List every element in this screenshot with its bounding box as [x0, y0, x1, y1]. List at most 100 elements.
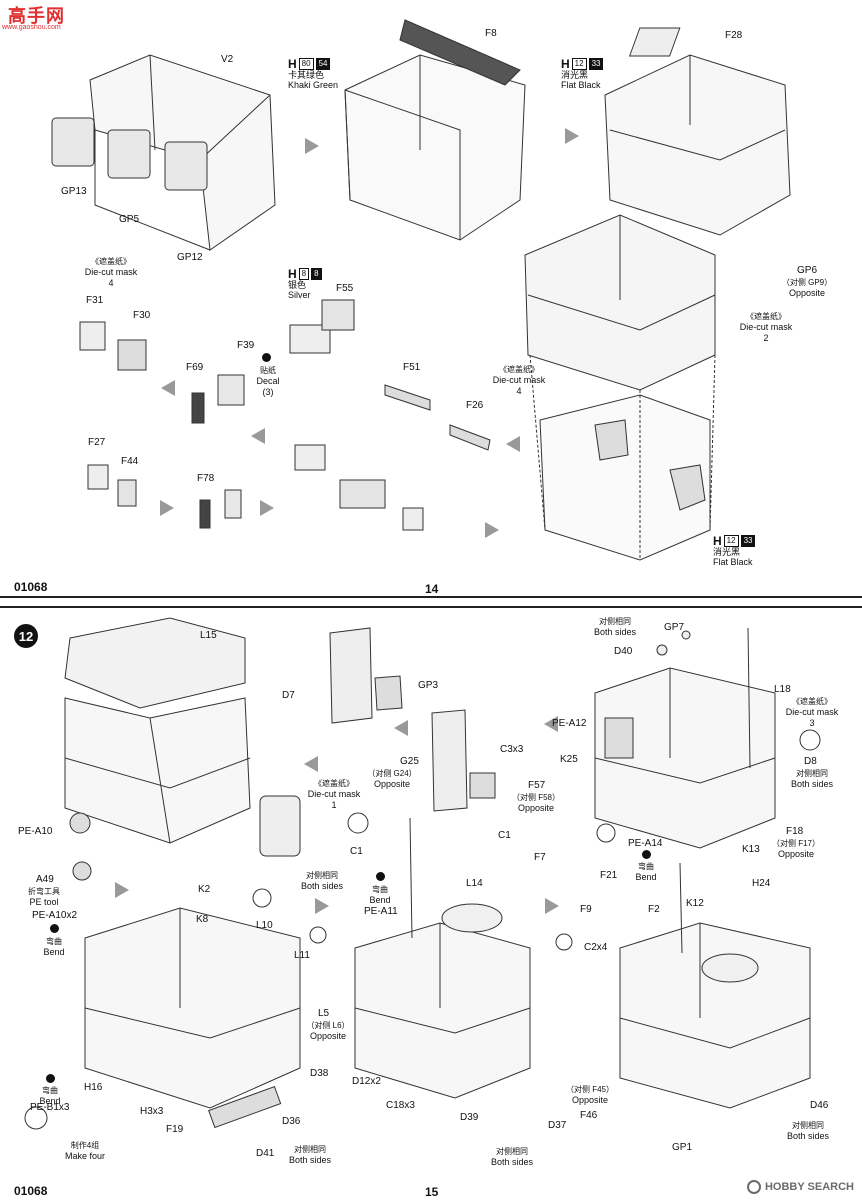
assembly-drawing-page-14	[51, 19, 791, 561]
part-label-PE-A12: PE-A12	[552, 718, 587, 729]
part-label-H16: H16	[84, 1082, 103, 1093]
pe-a14-bend-note: 弯曲 Bend	[635, 862, 657, 882]
part-label-D39: D39	[460, 1112, 479, 1123]
instruction-page-14: 高手网 www.gaoshou.com	[0, 0, 862, 598]
bend-icon-pe-b1	[46, 1074, 55, 1083]
part-label-L14: L14	[466, 878, 483, 889]
c1-both-sides-note: 对侧相同 Both sides	[300, 871, 344, 891]
part-label-K13: K13	[742, 844, 760, 855]
g25-opposite-note: （对侧 G24） Opposite	[367, 769, 417, 789]
part-label-L5: L5	[318, 1008, 330, 1019]
page-number: 15	[425, 1185, 439, 1199]
part-label-D12x2: D12x2	[352, 1076, 381, 1087]
part-label-C1-right: C1	[498, 830, 511, 841]
pe-a10-bend-note: 弯曲 Bend	[43, 937, 65, 957]
part-label-A49: A49	[36, 874, 54, 885]
gp6-opposite-note: （对侧 GP9） Opposite	[781, 278, 833, 298]
part-label-D40: D40	[614, 646, 633, 657]
part-label-D7: D7	[282, 690, 295, 701]
part-label-G25: G25	[400, 756, 419, 767]
part-label-F28: F28	[725, 30, 743, 41]
make-four-note: 制作4组 Make four	[64, 1141, 106, 1161]
f18-opposite-note: （对侧 F17） Opposite	[771, 839, 821, 859]
d46-both-sides-note: 对侧相同 Both sides	[786, 1121, 830, 1141]
part-label-F57: F57	[528, 780, 546, 791]
part-label-GP5: GP5	[119, 214, 140, 225]
die-cut-mask-2-note: 《遮盖纸》 Die-cut mask 2	[739, 312, 793, 343]
instruction-page-15: 12 L15 D7 GP3 GP7 对侧相同 Both sides D40 L1…	[0, 606, 862, 1200]
part-label-PE-A14: PE-A14	[628, 838, 663, 849]
decal-note: 贴纸 Decal (3)	[256, 366, 280, 397]
part-label-GP7: GP7	[664, 622, 685, 633]
decal-icon	[262, 353, 271, 362]
part-label-K8: K8	[196, 914, 209, 925]
part-label-L10: L10	[256, 920, 273, 931]
part-label-C2x4: C2x4	[584, 942, 608, 953]
part-label-GP3: GP3	[418, 680, 439, 691]
part-label-GP13: GP13	[61, 186, 87, 197]
kit-code: 01068	[14, 1184, 48, 1198]
pe-b1-bend-note: 弯曲 Bend	[39, 1086, 61, 1106]
part-label-D38: D38	[310, 1068, 329, 1079]
pe-a11-bend-note: 弯曲 Bend	[369, 885, 391, 905]
bend-icon-pe-a11	[376, 872, 385, 881]
part-label-F30: F30	[133, 310, 151, 321]
part-label-F18: F18	[786, 826, 804, 837]
part-label-D46: D46	[810, 1100, 829, 1111]
part-label-L15: L15	[200, 630, 217, 641]
a49-pe-tool-note: 折弯工具 PE tool	[28, 887, 60, 907]
part-label-GP6: GP6	[797, 265, 818, 276]
part-label-PE-A10x2: PE-A10x2	[32, 910, 78, 921]
part-label-H3x3: H3x3	[140, 1106, 164, 1117]
part-label-L11: L11	[294, 950, 310, 961]
bend-icon-pe-a10	[50, 924, 59, 933]
part-label-K25: K25	[560, 754, 578, 765]
d39-both-sides-note: 对侧相同 Both sides	[490, 1147, 534, 1167]
part-label-F55: F55	[336, 283, 354, 294]
part-label-V2: V2	[221, 54, 234, 65]
hobby-search-watermark: HOBBY SEARCH	[746, 1180, 854, 1194]
l5-opposite-note: （对侧 L6） Opposite	[306, 1021, 350, 1041]
die-cut-mask-4-right-note: 《遮盖纸》 Die-cut mask 4	[492, 365, 546, 396]
part-label-K12: K12	[686, 898, 704, 909]
die-cut-mask-4-left-note: 《遮盖纸》 Die-cut mask 4	[84, 257, 138, 288]
part-label-PE-A10: PE-A10	[18, 826, 53, 837]
part-label-K2: K2	[198, 884, 211, 895]
gp7-both-sides-note: 对侧相同 Both sides	[593, 617, 637, 637]
die-cut-mask-1-note: 《遮盖纸》 Die-cut mask 1	[307, 779, 361, 810]
part-label-F19: F19	[166, 1124, 184, 1135]
part-label-F78: F78	[197, 473, 215, 484]
part-label-PE-A11: PE-A11	[364, 906, 398, 917]
hobby-search-logo-icon	[746, 1180, 761, 1194]
d41-both-sides-note: 对侧相同 Both sides	[288, 1145, 332, 1165]
part-label-F51: F51	[403, 362, 421, 373]
part-label-GP1: GP1	[672, 1142, 693, 1153]
bend-icon-pe-a14	[642, 850, 651, 859]
part-label-GP12: GP12	[177, 252, 203, 263]
part-label-D36: D36	[282, 1116, 301, 1127]
part-label-D8: D8	[804, 756, 817, 767]
part-label-F69: F69	[186, 362, 204, 373]
page-number: 14	[425, 582, 439, 596]
f57-opposite-note: （对侧 F58） Opposite	[511, 793, 561, 813]
part-label-F39: F39	[237, 340, 255, 351]
die-cut-mask-3-note: 《遮盖纸》 Die-cut mask 3	[785, 697, 839, 728]
part-label-D37: D37	[548, 1120, 567, 1131]
part-label-D41: D41	[256, 1148, 275, 1159]
part-label-F44: F44	[121, 456, 139, 467]
step-number-badge: 12	[14, 624, 38, 648]
part-label-F8: F8	[485, 28, 497, 39]
part-label-C1-left: C1	[350, 846, 363, 857]
part-label-F26: F26	[466, 400, 484, 411]
part-label-L18: L18	[774, 684, 791, 695]
part-label-PE-B1x3: PE-B1x3	[30, 1102, 70, 1113]
kit-code: 01068	[14, 580, 48, 594]
part-label-C18x3: C18x3	[386, 1100, 415, 1111]
assembly-drawing-page-15	[24, 617, 821, 1130]
part-label-F46: F46	[580, 1110, 598, 1121]
part-label-H24: H24	[752, 878, 771, 889]
